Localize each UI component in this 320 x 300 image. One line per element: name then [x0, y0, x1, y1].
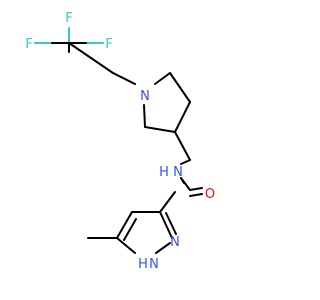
bonds: [34, 27, 203, 254]
bond-n-ring-top: [154, 72, 171, 85]
bond-ring-left-n: [143, 104, 146, 128]
bond-co-2: [189, 193, 203, 197]
pyrazole-nitrogen-label: N: [170, 235, 180, 250]
pyrazole-nh-hydrogen-label: H: [138, 257, 148, 272]
bond-ring-right-bottom: [174, 101, 191, 133]
bond-pz-c4-c5: [116, 211, 133, 239]
bond-ring-bottom-left: [144, 126, 176, 133]
fluorine-top-label: F: [65, 11, 72, 26]
fluorine-left-label: F: [25, 37, 32, 52]
bond-pz-c4-c5-dbl: [123, 218, 137, 241]
amide-hydrogen-label: H: [159, 165, 169, 180]
bond-pz-n1-n2: [155, 242, 171, 254]
bond-c-pyrazole: [159, 191, 176, 213]
pyrazole-nh-nitrogen-label: N: [149, 257, 159, 272]
bond-ring-ch2: [174, 131, 191, 161]
bond-pz-c3-n2: [159, 211, 173, 239]
bond-pz-c5-n1: [116, 237, 136, 254]
bond-c-ch2: [68, 42, 114, 74]
amide-nitrogen-label: N: [173, 165, 183, 180]
bond-co-1: [189, 187, 203, 191]
bond-ch2-nh: [180, 159, 191, 165]
bond-nh-c2: [180, 177, 191, 191]
bond-ring-top-right: [169, 72, 191, 103]
pyrrolidine-nitrogen-label: N: [140, 89, 150, 104]
fluorine-right-label: F: [105, 37, 112, 52]
molecule-structure: F F F N H N O N N H: [25, 11, 215, 272]
atom-labels: F F F N H N O N N H: [25, 11, 215, 272]
carbonyl-oxygen-label: O: [205, 187, 215, 202]
bond-pz-c3-n2-dbl: [165, 212, 177, 235]
bond-ch2-n: [112, 72, 136, 85]
